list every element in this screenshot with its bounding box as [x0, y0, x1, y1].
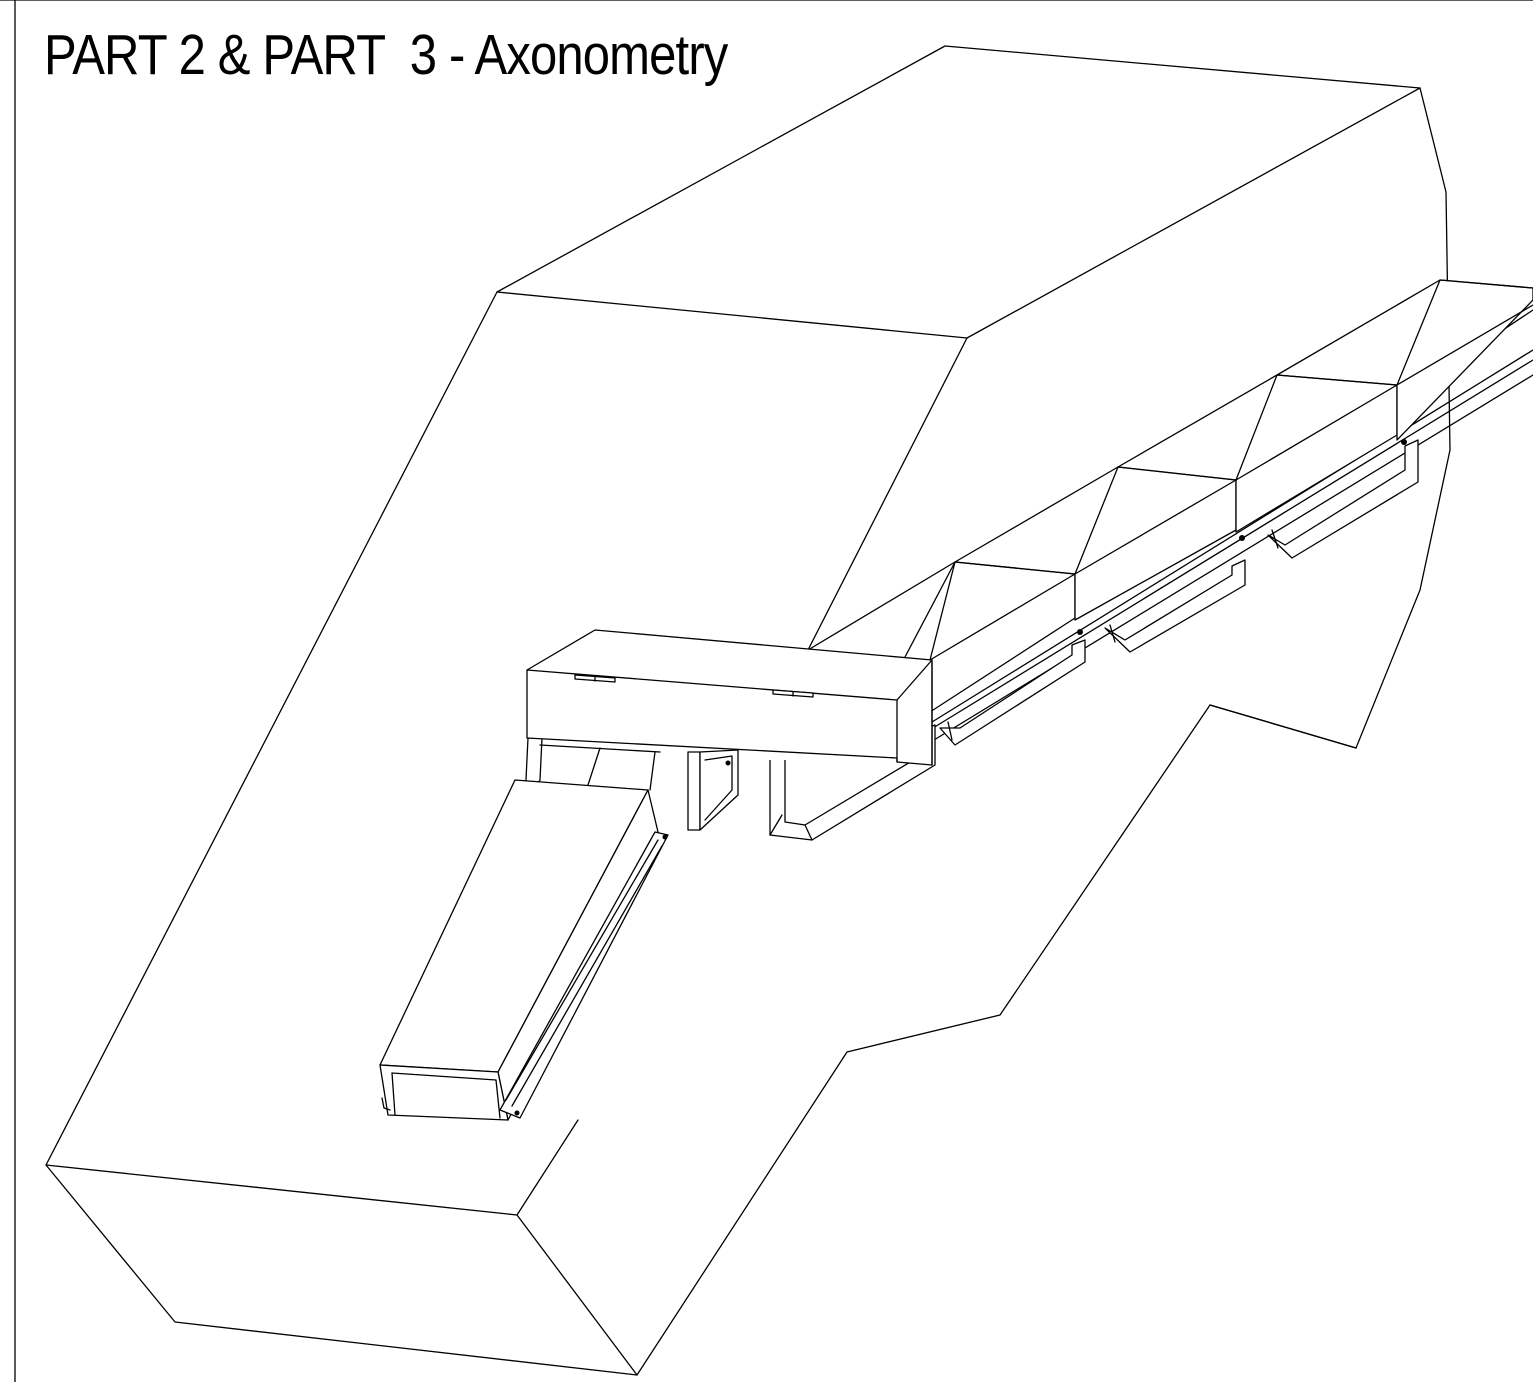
drawing-title: PART 2 & PART 3 - Axonometry	[44, 23, 728, 87]
junction-box-latch-right	[772, 689, 814, 698]
terrain-massif	[45, 45, 1451, 1376]
joint-bolts	[1077, 439, 1407, 635]
support-bracket-1	[939, 639, 1086, 746]
cable-trough	[379, 779, 659, 1121]
beam-segment-4	[1396, 279, 1533, 441]
support-bracket-2	[1104, 559, 1246, 653]
trough-side-rail	[499, 831, 669, 1119]
beam-top-edges	[807, 279, 1533, 651]
support-bracket-3	[1267, 439, 1419, 559]
junction-box	[526, 629, 933, 766]
junction-box-latch-left	[574, 674, 616, 683]
trough-end-flange	[381, 1097, 391, 1111]
support-post	[687, 749, 739, 831]
